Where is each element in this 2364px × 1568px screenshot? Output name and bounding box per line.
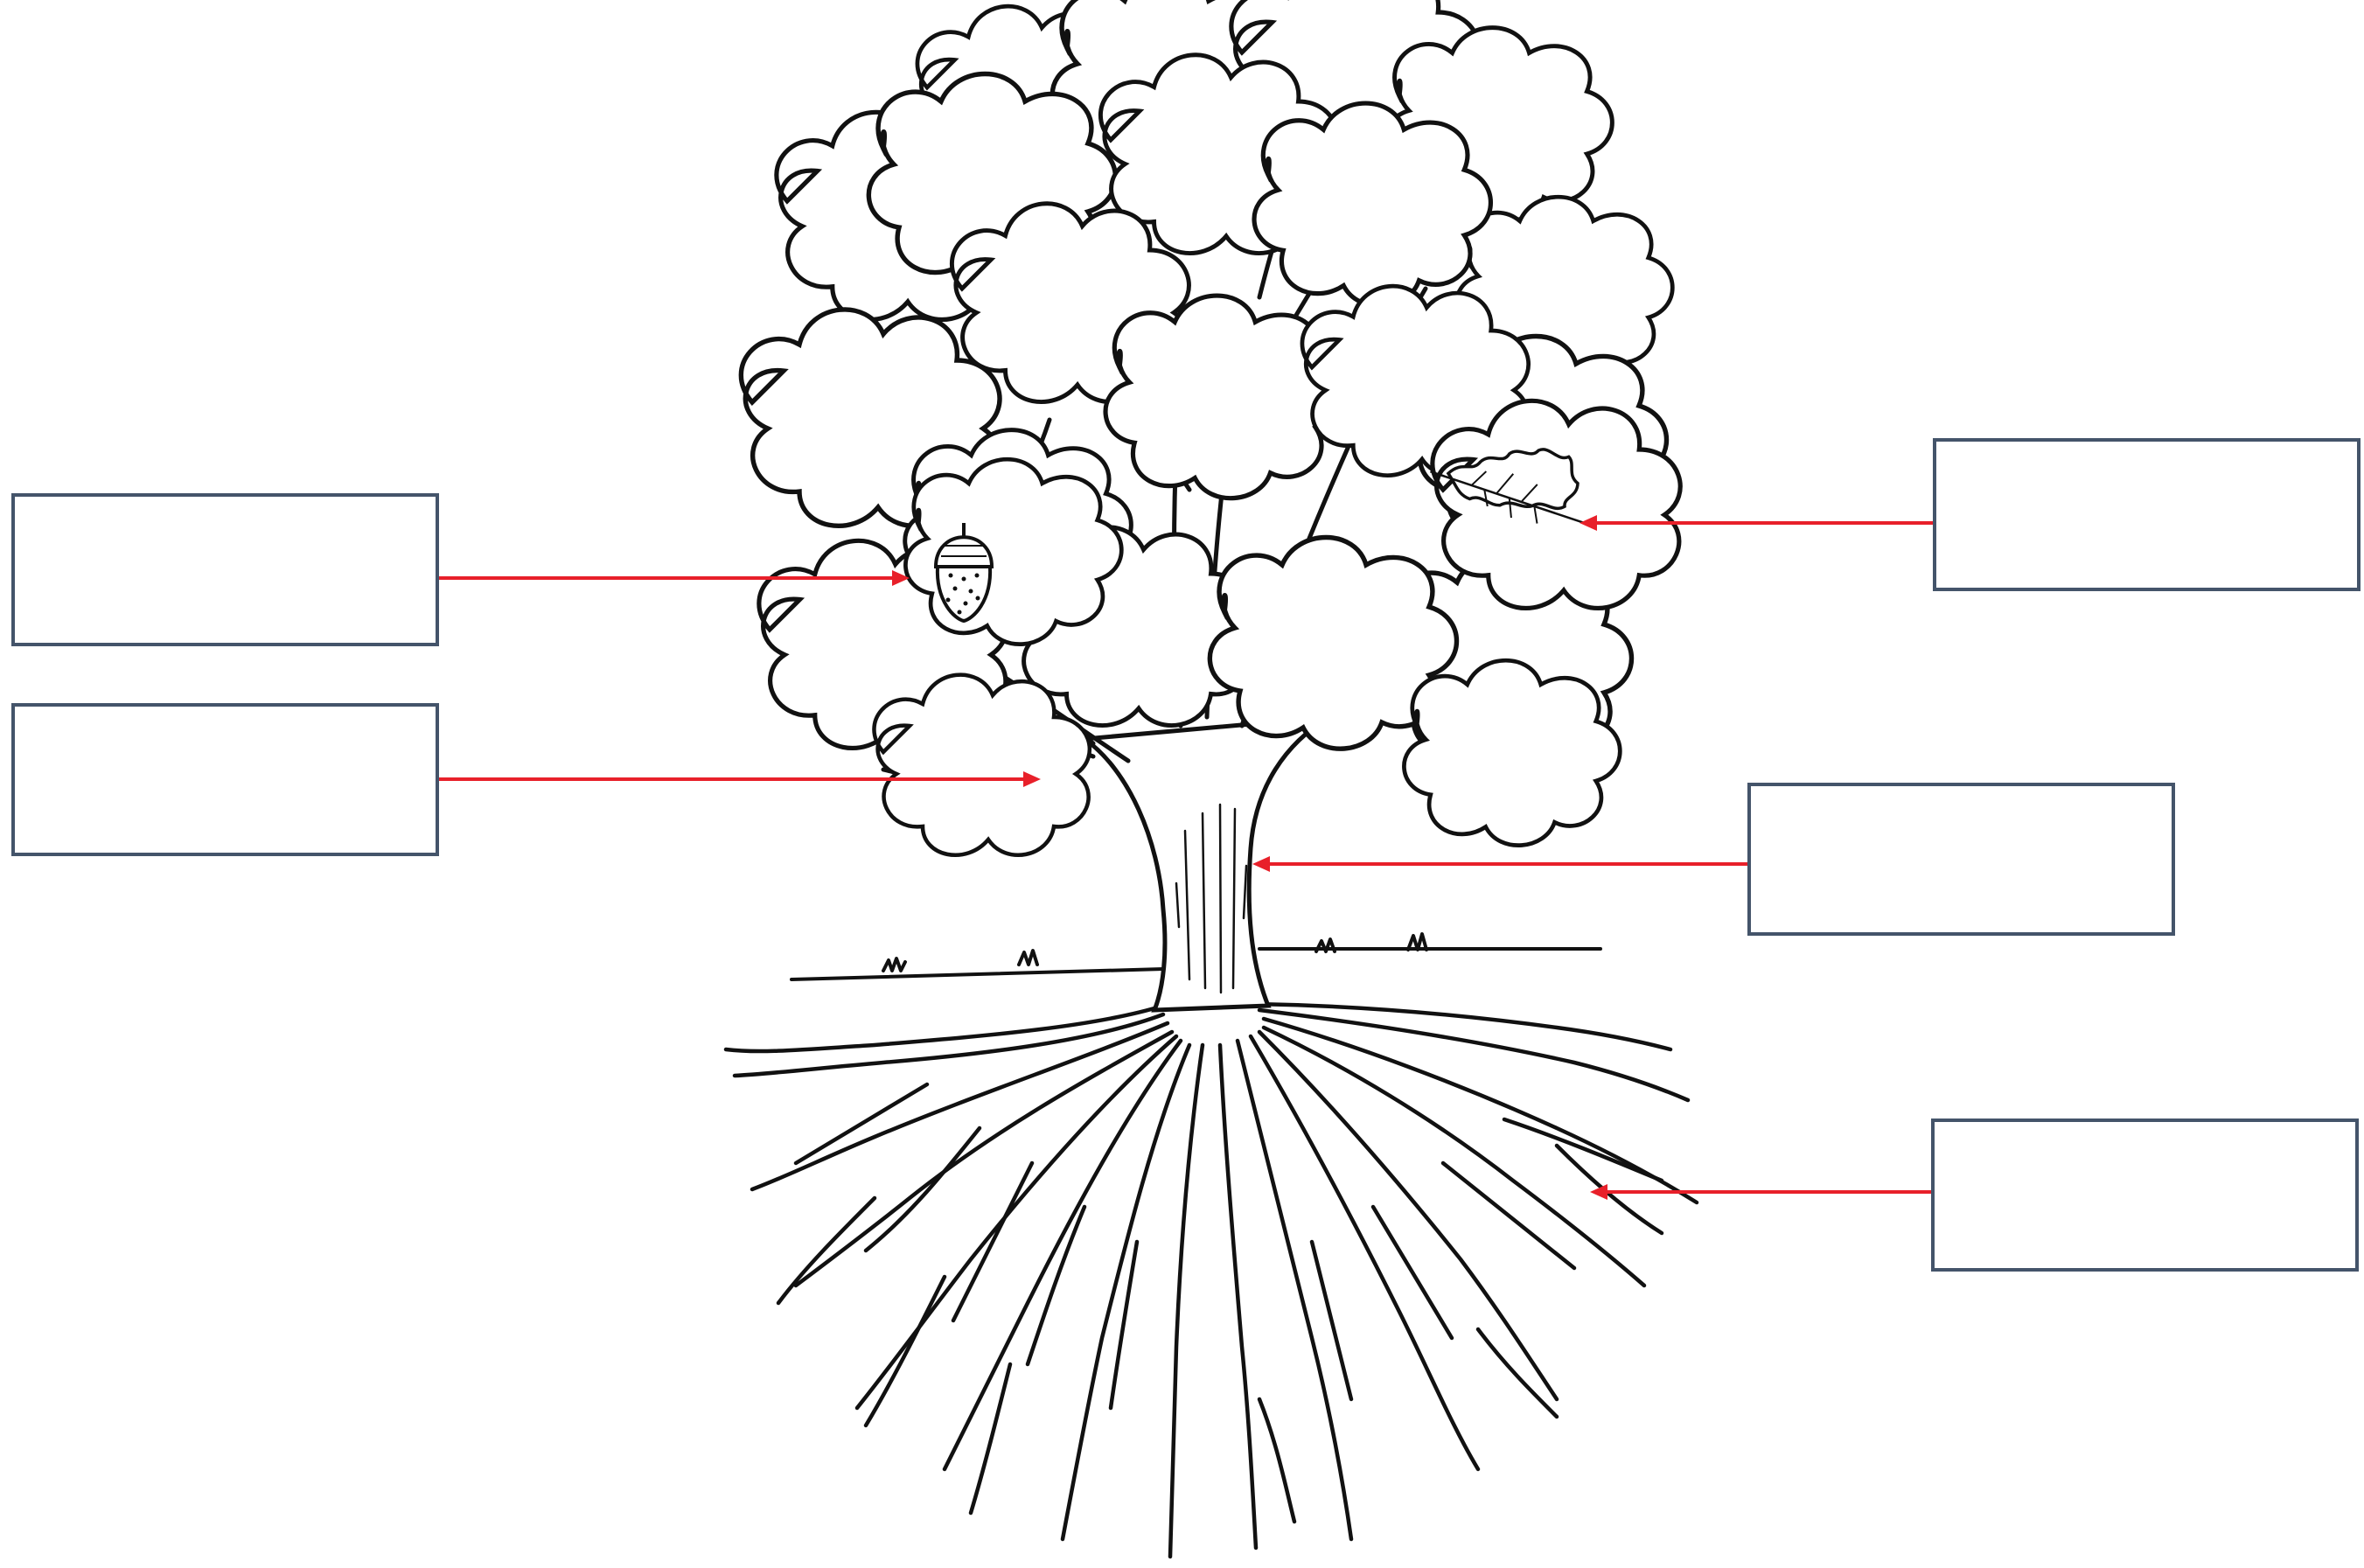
arrow-trunk: [1252, 856, 1749, 872]
label-box-trunk[interactable]: [1747, 783, 2175, 936]
trunk-illustration: [1077, 714, 1331, 1013]
arrow-branch: [437, 771, 1041, 787]
label-box-roots[interactable]: [1931, 1119, 2359, 1272]
label-box-branch[interactable]: [11, 703, 439, 856]
acorn-icon: [933, 523, 994, 624]
arrow-acorn: [437, 570, 910, 586]
arrow-roots: [1590, 1184, 1933, 1200]
label-box-acorn[interactable]: [11, 493, 439, 646]
label-box-leaf[interactable]: [1933, 438, 2361, 591]
roots-illustration: [723, 1001, 1699, 1559]
arrow-leaf: [1579, 515, 1935, 531]
oak-leaf-icon: [1430, 448, 1585, 524]
ground-line: [790, 932, 1602, 981]
